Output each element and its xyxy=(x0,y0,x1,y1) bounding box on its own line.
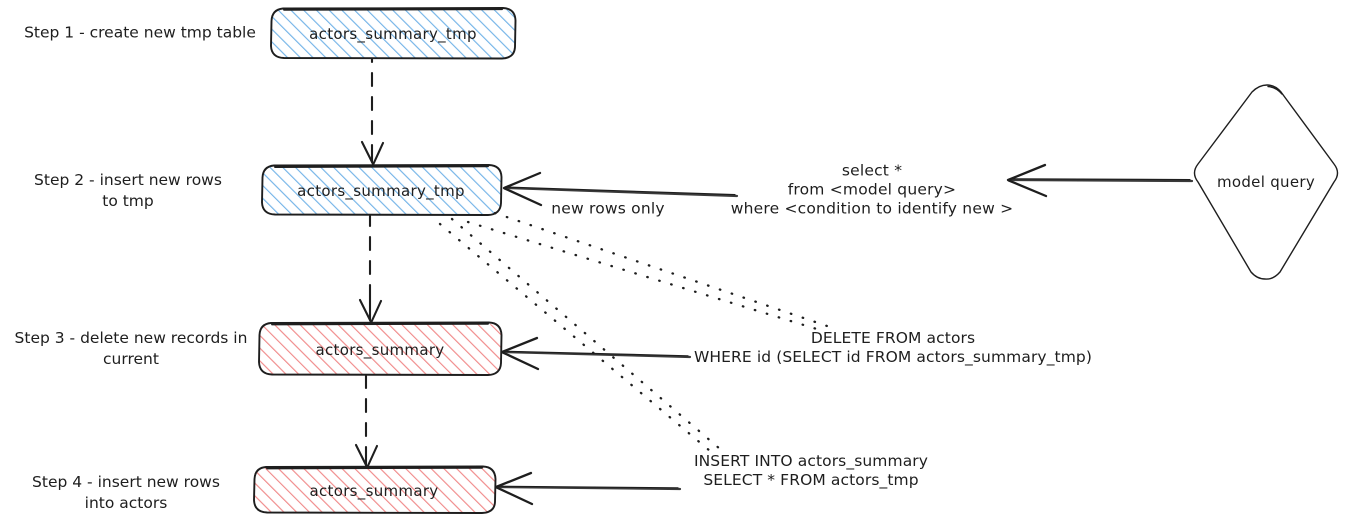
node-actors-summary-step3[interactable] xyxy=(258,321,503,376)
node-fill-step3 xyxy=(259,324,501,375)
node-tmp-table-step2[interactable] xyxy=(261,164,503,216)
connector-arrow-modelquery-to-sql-label xyxy=(1006,163,1194,198)
annotation-insert-sql: INSERT INTO actors_summary SELECT * FROM… xyxy=(693,452,929,489)
node-model-query-diamond[interactable] xyxy=(1193,84,1339,280)
node-fill-step2 xyxy=(262,166,501,215)
node-outline-step2 xyxy=(261,164,503,216)
annotation-delete-sql: DELETE FROM actors WHERE id (SELECT id F… xyxy=(693,329,1093,366)
connector-leader-step2-to-delete-sql xyxy=(466,211,832,332)
node-actors-summary-step4[interactable] xyxy=(253,465,497,514)
connector-arrow-step3-to-step4 xyxy=(354,374,379,469)
annotation-new-rows-only: new rows only xyxy=(551,199,665,218)
node-outline-step4 xyxy=(253,465,497,514)
step-label-2: Step 2 - insert new rows to tmp xyxy=(34,171,222,210)
node-outline-step3 xyxy=(258,321,503,376)
node-outline-step1 xyxy=(270,7,517,60)
annotation-model-query-sql: select * from <model query> where <condi… xyxy=(730,161,1014,218)
step-label-1: Step 1 - create new tmp table xyxy=(24,23,256,42)
step-label-4: Step 4 - insert new rows into actors xyxy=(32,473,220,512)
connector-arrow-step2-to-step3 xyxy=(358,214,383,324)
step-label-3: Step 3 - delete new records in current xyxy=(14,329,248,368)
diamond-outline xyxy=(1193,84,1339,280)
node-tmp-table-step1[interactable] xyxy=(270,7,517,60)
node-fill-step1 xyxy=(271,9,515,59)
connector-arrow-delete-sql-to-step3 xyxy=(500,336,692,371)
node-fill-step4 xyxy=(254,468,495,513)
connector-arrow-insert-sql-to-step4 xyxy=(494,471,682,506)
diamond-outline-overdraw xyxy=(1267,85,1283,95)
connector-arrow-sql-label-to-step2 xyxy=(502,171,739,207)
connector-leader-step2-to-insert-sql xyxy=(438,217,729,458)
connector-arrow-step1-to-step2 xyxy=(360,57,385,166)
